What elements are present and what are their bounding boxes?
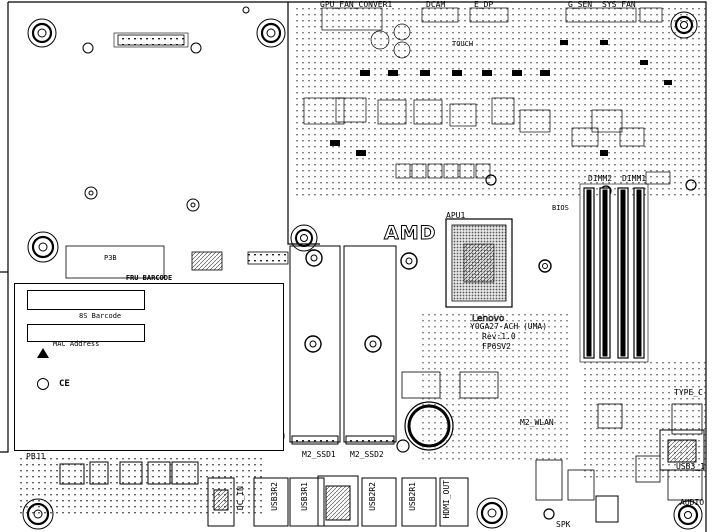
label-usb2-r1: USB2R1 (408, 482, 417, 511)
label-usb2-r2: USB2R2 (368, 482, 377, 511)
board-revision: Rev:1.0 (482, 332, 516, 341)
mac-barcode-box (27, 324, 145, 342)
sn-barcode-box (27, 290, 145, 310)
board-info: YOGA27-ACH (UMA) Rev:1.0 FP6SV2 (470, 322, 547, 352)
label-usb3-r1: USB3R1 (300, 482, 309, 511)
ce-mark: CE (59, 379, 70, 389)
mount-hole-ssd1 (305, 249, 323, 267)
mac-address-label: MAC Address (53, 340, 100, 348)
mount-hole-bm (476, 497, 508, 529)
board-model: YOGA27-ACH (UMA) (470, 322, 548, 331)
mount-hole-ml (27, 231, 59, 263)
amd-logo: AMD (383, 222, 437, 245)
label-hdmi-out: HDMI_OUT (442, 480, 451, 519)
top-components-region (296, 7, 706, 198)
label-edp: E_DP (474, 0, 494, 9)
label-gpu-fan-conn: GPU_FAN_CONVER1 (320, 0, 393, 9)
label-usb3-1: USB3_1 (676, 462, 705, 471)
mount-hole-c1 (84, 186, 98, 200)
mount-hole-ssd2b (364, 335, 382, 353)
board-fru: FP6SV2 (482, 342, 511, 351)
recycle-icon (37, 378, 49, 390)
label-touch: TOUCH (452, 40, 474, 48)
label-p3b: P3B (104, 254, 117, 262)
mount-hole-c3 (82, 6, 250, 54)
label-pbj1: PBJ1 (26, 452, 46, 461)
mount-hole-tl (27, 18, 57, 48)
dimm-slots (579, 183, 649, 363)
label-m2-wlan: M2_WLAN (520, 418, 554, 427)
lower-right-components (401, 310, 706, 501)
mount-hole-br (673, 500, 703, 530)
label-dcam: DCAM (426, 0, 446, 9)
label-spk: SPK (556, 520, 571, 529)
mount-hole-c2 (186, 198, 200, 212)
mount-hole-ssd2 (400, 252, 418, 270)
label-sys-fan: SYS_FAN (602, 0, 636, 9)
top-left-connector (113, 32, 189, 48)
mount-hole-tc (256, 18, 286, 48)
label-apu: APU1 (446, 211, 466, 220)
mount-hole-dimm (538, 259, 552, 273)
mount-hole-mc (290, 224, 318, 252)
label-type-c: TYPE_C (674, 388, 703, 397)
label-usb3-r2: USB3R2 (270, 482, 279, 511)
label-dimm2: DIMM2 (588, 174, 613, 183)
left-area-blocks (65, 245, 289, 279)
warning-triangle-icon (37, 348, 49, 358)
label-g-sen: G_SEN (568, 0, 593, 9)
fru-barcode-label: FRU BARCODE 8S Barcode MAC Address CE (14, 274, 284, 451)
fru-title: FRU BARCODE (125, 274, 173, 282)
apu-package (445, 218, 513, 308)
label-bios: BIOS (552, 204, 569, 212)
m2-ssd-outlines (289, 245, 397, 445)
mount-hole-ssd1b (304, 335, 322, 353)
bottom-strip-components (16, 456, 266, 516)
label-dimm1: DIMM1 (622, 174, 647, 183)
mount-hole-ssd-lower (396, 439, 555, 520)
lenovo-logo: Lenovo (472, 314, 505, 325)
label-m2-ssd2: M2_SSD2 (350, 450, 384, 459)
sn-barcode-label: 8S Barcode (79, 312, 122, 320)
label-audio: AUDIO (680, 498, 705, 507)
label-m2-ssd1: M2_SSD1 (302, 450, 336, 459)
label-dc-in: DC_IN (236, 486, 245, 511)
